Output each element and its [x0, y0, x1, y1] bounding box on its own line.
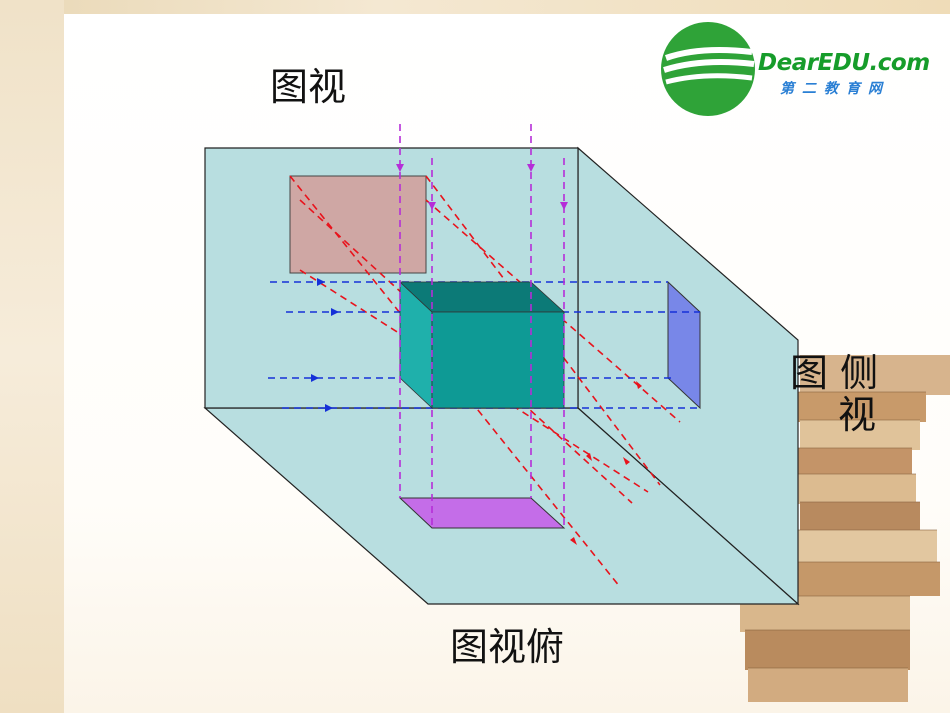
purple-projection-lines [399, 124, 565, 528]
front-view-projection [289, 175, 427, 274]
logo-subtitle-text: 第二教育网 [780, 81, 890, 97]
purple-arrowheads [396, 164, 568, 210]
top-view-projection [398, 497, 566, 529]
cube-front-face [431, 311, 565, 409]
blue-arrowheads [311, 278, 339, 412]
cube [398, 281, 566, 409]
top-view-label: 图视俯 [450, 625, 565, 669]
top-decor-band [0, 0, 950, 14]
front-view-label: 图视 [270, 65, 347, 109]
side-view-projection [667, 280, 701, 410]
logo-mark [661, 22, 755, 116]
left-decor-band [0, 0, 64, 713]
books-decoration [740, 355, 950, 702]
logo-brand-text: DearEDU.com [758, 50, 930, 76]
side-view-label-line1: 图 侧 [790, 351, 879, 395]
red-arrowheads [570, 381, 642, 545]
side-view-label-line2: 视 [838, 393, 877, 437]
